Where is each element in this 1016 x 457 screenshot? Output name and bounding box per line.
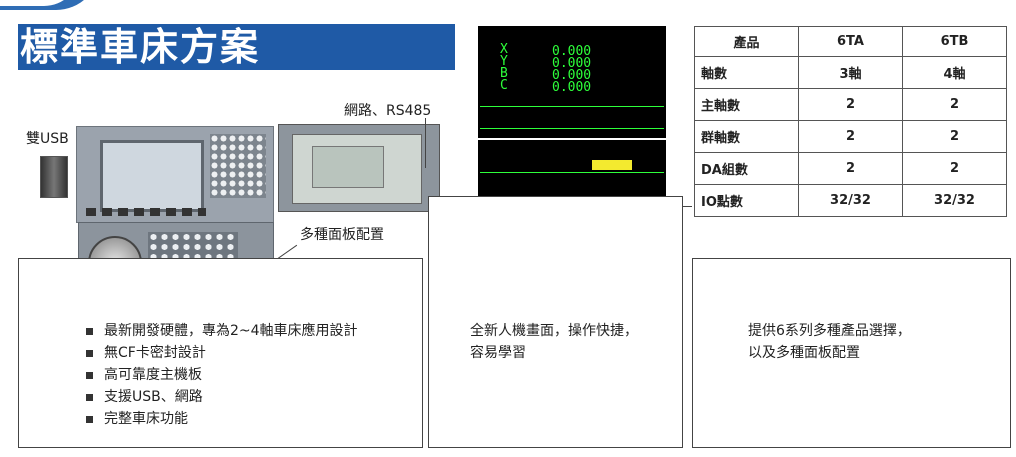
product-line: 以及多種面板配置 xyxy=(748,345,860,361)
feature-item: 支援USB、網路 xyxy=(86,386,358,408)
feature-item: 無CF卡密封設計 xyxy=(86,342,358,364)
network-pointer-line xyxy=(425,118,426,168)
axis-value: 0.000 xyxy=(552,56,592,71)
spec-table: 產品 6TA 6TB 軸數 3軸 4軸 主軸數 2 2 群軸數 2 2 DA組數… xyxy=(694,26,1007,217)
lcd-screen-image xyxy=(100,140,204,212)
hmi-screen-main xyxy=(478,26,666,138)
network-label: 網路、RS485 xyxy=(344,103,432,119)
feature-list: 最新開發硬體，專為2~4軸車床應用設計 無CF卡密封設計 高可靠度主機板 支援U… xyxy=(86,320,358,430)
axis-value: 0.000 xyxy=(552,68,592,83)
product-text: 提供6系列多種產品選擇， 以及多種面板配置 xyxy=(748,320,911,364)
table-cell: 32/32 xyxy=(902,184,1007,217)
softkeys-image xyxy=(86,208,206,216)
table-cell: 4軸 xyxy=(902,56,1007,89)
table-row: IO點數 32/32 32/32 xyxy=(694,184,1007,217)
table-cell: 2 xyxy=(902,152,1007,185)
screen-divider xyxy=(480,128,664,129)
table-header: 6TB xyxy=(902,26,1007,57)
table-cell: 32/32 xyxy=(798,184,903,217)
product-box xyxy=(692,258,1011,448)
interface-line: 全新人機畫面，操作快捷， xyxy=(470,323,638,339)
interface-box xyxy=(428,196,683,448)
screen-divider xyxy=(480,172,664,173)
axis-labels: X Y B C xyxy=(500,42,508,93)
table-row: 主軸數 2 2 xyxy=(694,88,1007,121)
feature-item: 完整車床功能 xyxy=(86,408,358,430)
axis-label: Y xyxy=(500,54,508,69)
table-header-row: 產品 6TA 6TB xyxy=(694,26,1007,57)
table-row: 群軸數 2 2 xyxy=(694,120,1007,153)
title-bar xyxy=(18,24,455,70)
interface-text: 全新人機畫面，操作快捷， 容易學習 xyxy=(470,320,638,364)
table-cell: 2 xyxy=(798,152,903,185)
row-header: 群軸數 xyxy=(694,120,799,153)
keypad-image xyxy=(210,134,266,198)
table-cell: 3軸 xyxy=(798,56,903,89)
table-header: 產品 xyxy=(694,26,799,57)
axis-value: 0.000 xyxy=(552,80,592,95)
table-cell: 2 xyxy=(902,120,1007,153)
mainboard-chip xyxy=(312,146,384,188)
row-header: DA組數 xyxy=(694,152,799,185)
product-line: 提供6系列多種產品選擇， xyxy=(748,323,911,339)
axis-value: 0.000 xyxy=(552,44,592,59)
table-cell: 2 xyxy=(798,88,903,121)
table-row: 軸數 3軸 4軸 xyxy=(694,56,1007,89)
axis-values: 0.000 0.000 0.000 0.000 xyxy=(552,44,592,95)
feature-item: 最新開發硬體，專為2~4軸車床應用設計 xyxy=(86,320,358,342)
hmi-screen-status xyxy=(478,140,666,196)
table-row: DA組數 2 2 xyxy=(694,152,1007,185)
table-header: 6TA xyxy=(798,26,903,57)
feature-item: 高可靠度主機板 xyxy=(86,364,358,386)
axis-label: C xyxy=(500,78,508,93)
usb-label: 雙USB xyxy=(26,131,69,147)
row-header: 軸數 xyxy=(694,56,799,89)
page-title: 標準車床方案 xyxy=(20,25,261,69)
hardware-features-box xyxy=(18,258,423,448)
row-header: IO點數 xyxy=(694,184,799,217)
row-header: 主軸數 xyxy=(694,88,799,121)
axis-label: X xyxy=(500,42,508,57)
status-highlight xyxy=(592,160,632,170)
panel-config-label: 多種面板配置 xyxy=(300,227,384,243)
axis-label: B xyxy=(500,66,508,81)
table-cell: 2 xyxy=(902,88,1007,121)
screen-divider xyxy=(480,106,664,107)
interface-line: 容易學習 xyxy=(470,345,526,361)
usb-device-image xyxy=(40,156,68,198)
table-cell: 2 xyxy=(798,120,903,153)
corner-swoosh-mask xyxy=(0,0,80,6)
